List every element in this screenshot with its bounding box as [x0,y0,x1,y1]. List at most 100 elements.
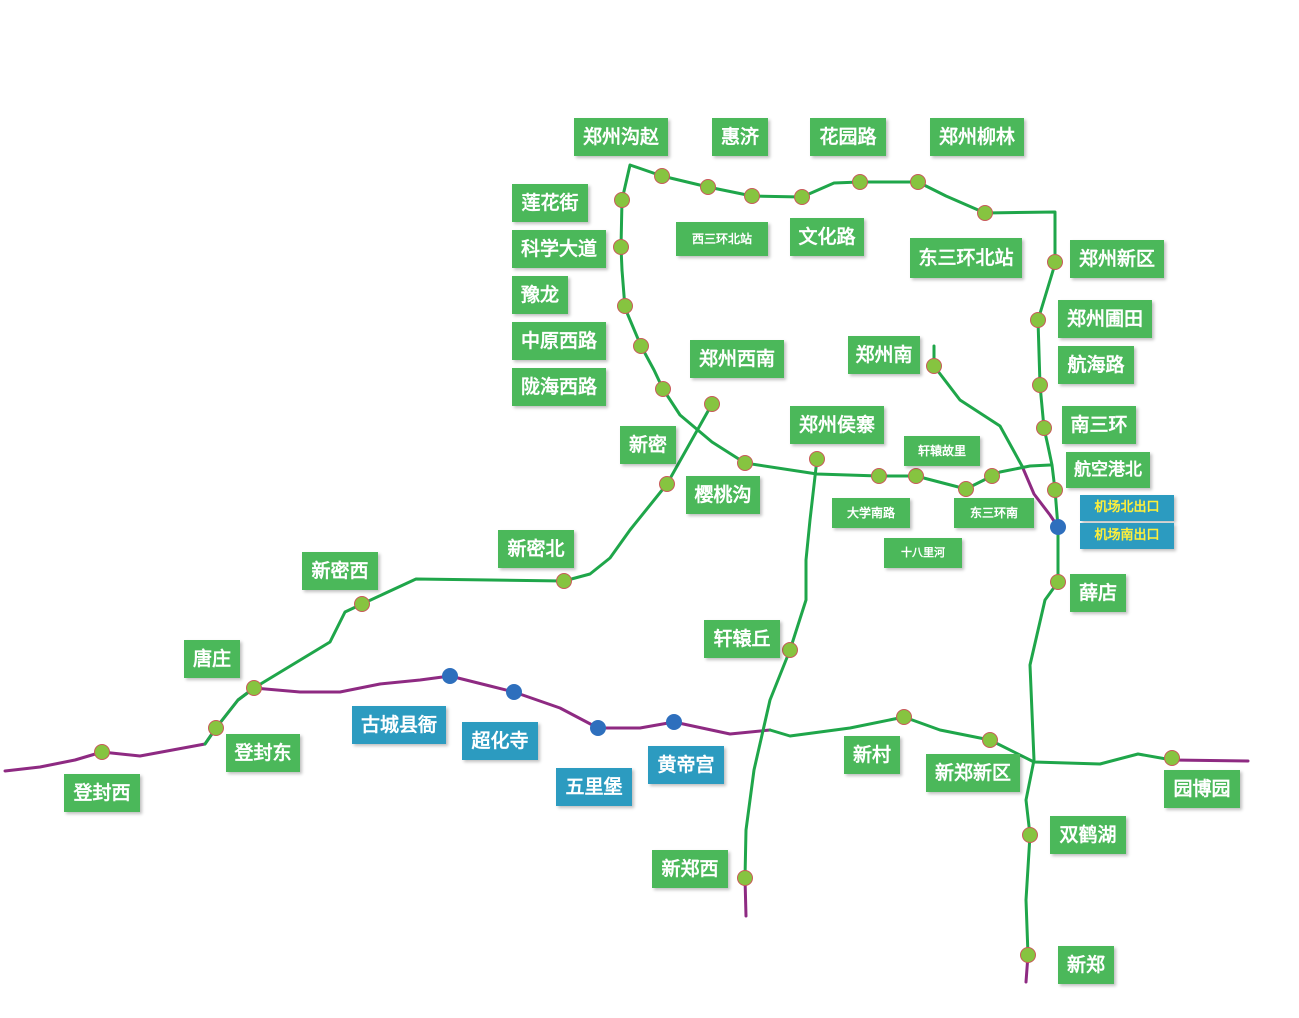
station-marker[interactable] [737,455,753,471]
station-marker[interactable] [704,396,720,412]
label-gucheng-xianya[interactable]: 古城县衙 [352,706,446,744]
station-marker[interactable] [984,468,1000,484]
label-dongsanhuan-nan[interactable]: 东三环南 [954,498,1034,528]
green-rail-line [743,457,819,880]
station-marker[interactable] [617,298,633,314]
station-marker[interactable] [1030,312,1046,328]
station-marker-blue[interactable] [506,684,522,700]
green-rail-line [203,402,714,746]
station-marker[interactable] [354,596,370,612]
label-zhengzhou-xinqu[interactable]: 郑州新区 [1070,240,1164,278]
station-marker-blue[interactable] [1050,519,1066,535]
station-marker[interactable] [208,720,224,736]
label-hanghailu[interactable]: 航海路 [1058,346,1134,384]
label-zhengzhou-houzhai[interactable]: 郑州侯寨 [790,406,884,444]
label-yuanboyuan[interactable]: 园博园 [1164,770,1240,808]
station-marker[interactable] [852,174,868,190]
label-xuanyuanqiu[interactable]: 轩辕丘 [704,620,780,658]
rail-lines [3,163,1250,984]
station-marker[interactable] [910,174,926,190]
label-lianhuajie[interactable]: 莲花街 [512,184,588,222]
station-marker-blue[interactable] [590,720,606,736]
station-marker-blue[interactable] [442,668,458,684]
station-marker[interactable] [982,732,998,748]
label-dengfeng-xi[interactable]: 登封西 [64,774,140,812]
station-marker[interactable] [871,468,887,484]
station-marker[interactable] [613,239,629,255]
station-marker[interactable] [614,192,630,208]
station-marker[interactable] [1050,574,1066,590]
label-wulibao[interactable]: 五里堡 [556,768,632,806]
label-yingtaogou[interactable]: 樱桃沟 [686,476,760,514]
label-longhai-xilu[interactable]: 陇海西路 [512,368,606,406]
station-marker[interactable] [1022,827,1038,843]
station-marker[interactable] [655,381,671,397]
green-rail-line [1024,525,1060,957]
label-xuedian[interactable]: 薛店 [1070,574,1126,612]
label-dongsanhuan-bei[interactable]: 东三环北站 [910,238,1022,278]
label-nansanhuan[interactable]: 南三环 [1062,406,1136,444]
station-marker-blue[interactable] [666,714,682,730]
station-marker[interactable] [908,468,924,484]
label-huangdigong[interactable]: 黄帝宫 [648,746,724,784]
station-marker[interactable] [556,573,572,589]
green-rail-line [620,268,1052,491]
label-daxue-nanlu[interactable]: 大学南路 [832,498,910,528]
station-marker[interactable] [1047,254,1063,270]
station-marker[interactable] [246,680,262,696]
label-yulong[interactable]: 豫龙 [512,276,568,314]
station-markers [94,168,1180,963]
station-marker[interactable] [1164,750,1180,766]
station-marker[interactable] [94,744,110,760]
label-zhongyuan-xilu[interactable]: 中原西路 [512,322,606,360]
label-wenhualu[interactable]: 文化路 [790,218,864,256]
label-shuanghehu[interactable]: 双鹤湖 [1050,816,1126,854]
label-xisanhuan-bei[interactable]: 西三环北站 [676,222,768,256]
station-marker[interactable] [737,870,753,886]
label-huayuanlu[interactable]: 花园路 [810,118,886,156]
station-marker[interactable] [1020,947,1036,963]
station-marker[interactable] [958,481,974,497]
station-marker[interactable] [977,205,993,221]
station-marker[interactable] [782,642,798,658]
station-marker[interactable] [794,189,810,205]
label-zhengzhou-nan[interactable]: 郑州南 [848,336,920,374]
label-jichang-nan[interactable]: 机场南出口 [1080,523,1174,549]
label-xuanyuan-guli[interactable]: 轩辕故里 [904,436,980,466]
label-tangzhuang[interactable]: 唐庄 [184,640,240,678]
station-marker[interactable] [654,168,670,184]
label-xinmi[interactable]: 新密 [620,426,676,464]
label-shibalihe[interactable]: 十八里河 [884,538,962,568]
station-marker[interactable] [809,451,825,467]
label-chaohuasi[interactable]: 超化寺 [462,722,538,760]
station-marker[interactable] [1036,420,1052,436]
purple-rail-line [1170,758,1250,763]
station-marker[interactable] [896,709,912,725]
station-marker[interactable] [659,476,675,492]
label-huiji[interactable]: 惠济 [712,118,768,156]
label-zhengzhou-putian[interactable]: 郑州圃田 [1058,300,1152,338]
green-rail-line [768,715,1174,766]
label-xinzheng[interactable]: 新郑 [1058,946,1114,984]
label-xinmi-bei[interactable]: 新密北 [498,530,574,568]
label-kexue-dadao[interactable]: 科学大道 [512,230,606,268]
label-jichang-bei[interactable]: 机场北出口 [1080,495,1174,521]
label-xinzheng-xinqu[interactable]: 新郑新区 [926,754,1020,792]
station-marker[interactable] [700,179,716,195]
label-hangkonggang-bei[interactable]: 航空港北 [1066,452,1150,488]
label-zhengzhou-xinan[interactable]: 郑州西南 [690,340,784,378]
label-zhengzhou-gouzhao[interactable]: 郑州沟赵 [574,118,668,156]
station-marker[interactable] [1047,482,1063,498]
label-xinmi-xi[interactable]: 新密西 [302,552,378,590]
green-rail-line [619,163,1060,529]
label-dengfeng-dong[interactable]: 登封东 [226,734,300,772]
station-marker[interactable] [926,358,942,374]
station-marker[interactable] [1032,377,1048,393]
label-xinzheng-xi[interactable]: 新郑西 [652,850,728,888]
label-zhengzhou-liulin[interactable]: 郑州柳林 [930,118,1024,156]
station-marker[interactable] [744,188,760,204]
label-xincun[interactable]: 新村 [844,736,900,774]
station-marker[interactable] [633,338,649,354]
